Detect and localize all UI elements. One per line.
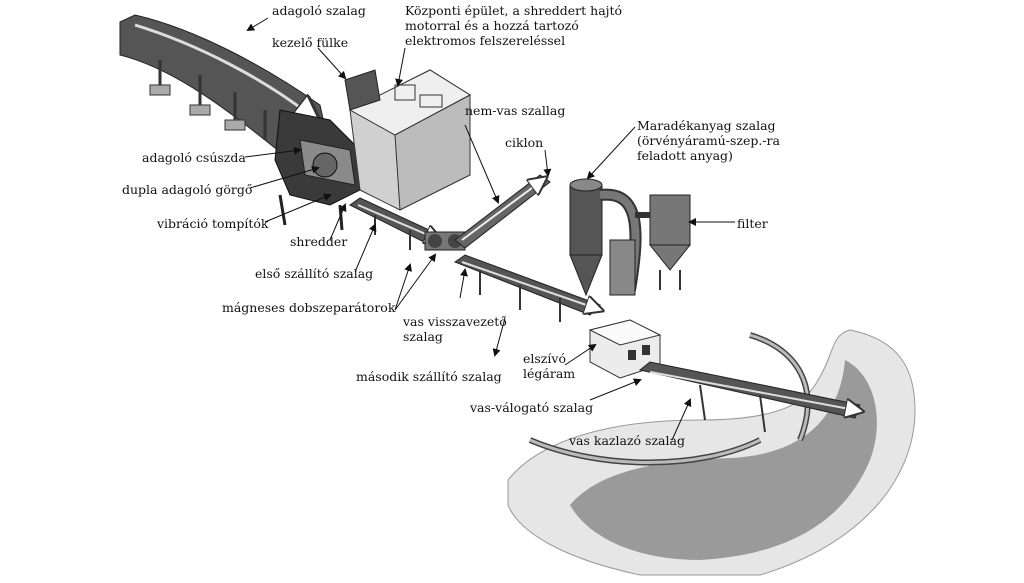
- second-conveyor: [453, 254, 600, 322]
- cyclone: [569, 178, 642, 297]
- label-nemvas-szalag: nem-vas szallag: [465, 103, 566, 118]
- label-maradek-line-2: (örvényáramú-szep.-ra: [637, 133, 780, 148]
- label-maradek-line-3: feladott anyag): [637, 148, 733, 163]
- label-maradek-line-1: Maradékanyag szalag: [637, 118, 776, 133]
- label-vibracio: vibráció tompítók: [157, 216, 269, 231]
- label-kozponti-line-2: motorral és a hozzá tartozó: [405, 18, 579, 33]
- label-ciklon: ciklon: [505, 135, 544, 150]
- label-masodik-szallito: második szállító szalag: [356, 369, 502, 384]
- label-vas-valogato: vas-válogató szalag: [470, 400, 594, 415]
- infeed-conveyor: [119, 14, 331, 161]
- filter-unit: [635, 194, 692, 290]
- exhaust-hut: [588, 319, 662, 379]
- label-magneses: mágneses dobszeparátorok: [222, 300, 396, 315]
- label-vas-vissza-line-2: szalag: [403, 329, 443, 344]
- iron-stacking-conveyor: [638, 361, 860, 433]
- label-maradekanyag: Maradékanyag szalag (örvényáramú-szep.-r…: [637, 118, 780, 163]
- label-kozponti-line-3: elektromos felszereléssel: [405, 33, 566, 48]
- label-adagolo-szalag: adagoló szalag: [272, 3, 366, 18]
- shredder-machine: [274, 109, 361, 231]
- label-elso-szallito: első szállító szalag: [255, 266, 374, 281]
- label-adagolo-csuszda: adagoló csúszda: [142, 150, 246, 165]
- label-kozponti-epulet: Központi épület, a shreddert hajtó motor…: [405, 3, 622, 48]
- leader-lines: [244, 17, 735, 441]
- label-vas-kazlazo: vas kazlazó szalag: [569, 433, 685, 448]
- label-elszivo-line-1: elszívó: [523, 351, 566, 366]
- scrap-pile: [507, 329, 916, 576]
- label-kezelo-fulke: kezelő fülke: [272, 35, 349, 50]
- label-elszivo-line-2: légáram: [523, 366, 576, 381]
- label-vas-vissza-line-1: vas visszavezető: [403, 314, 507, 329]
- label-filter: filter: [737, 216, 768, 231]
- central-building: [344, 69, 471, 211]
- magnetic-drums: [424, 231, 466, 251]
- label-elszivo: elszívó légáram: [523, 351, 575, 381]
- label-kozponti-line-1: Központi épület, a shreddert hajtó: [405, 3, 623, 18]
- nonferrous-conveyor: [454, 174, 551, 249]
- label-vas-visszavezeto: vas visszavezető szalag: [403, 314, 507, 344]
- label-dupla-gorgo: dupla adagoló görgő: [122, 182, 253, 197]
- control-cabin: [344, 69, 381, 111]
- rotating-rail: [528, 332, 811, 466]
- label-shredder: shredder: [290, 234, 348, 249]
